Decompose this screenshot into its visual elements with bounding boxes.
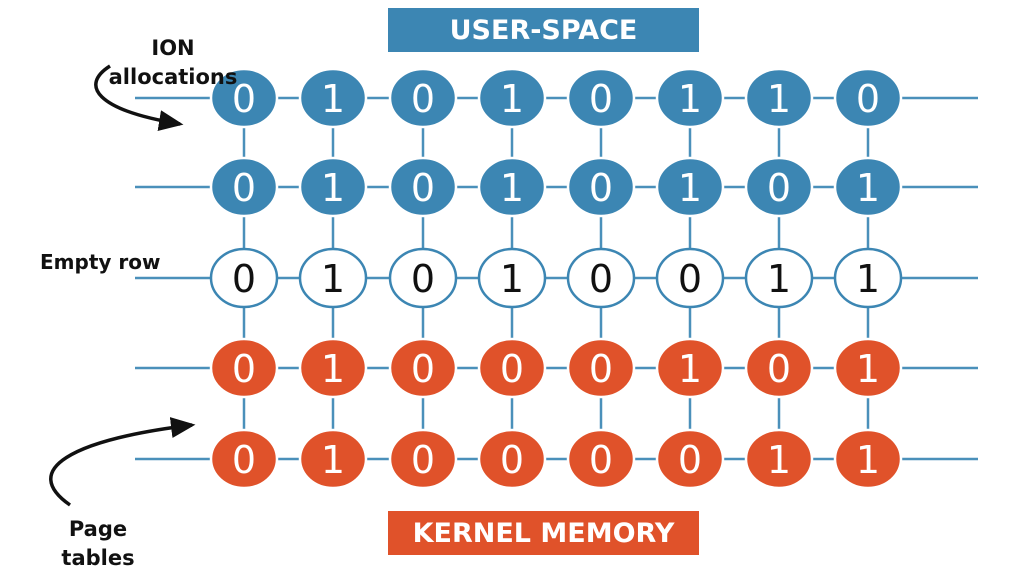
ion-allocations-label: ION allocations xyxy=(98,34,248,92)
cell-bit: 0 xyxy=(411,347,435,391)
cell-bit: 1 xyxy=(321,166,345,210)
memory-cell: 0 xyxy=(655,428,725,490)
cell-bit: 1 xyxy=(856,347,880,391)
memory-cell: 1 xyxy=(744,428,814,490)
memory-cell: 0 xyxy=(209,156,279,218)
cell-bit: 0 xyxy=(232,347,256,391)
memory-cell: 1 xyxy=(477,247,547,309)
memory-cell: 0 xyxy=(388,428,458,490)
cell-bit: 1 xyxy=(500,77,524,121)
cell-bit: 1 xyxy=(856,438,880,482)
memory-cell: 0 xyxy=(209,247,279,309)
memory-cell: 0 xyxy=(566,428,636,490)
memory-cell: 1 xyxy=(655,67,725,129)
cell-bit: 0 xyxy=(767,166,791,210)
memory-cell: 1 xyxy=(298,337,368,399)
memory-cell: 1 xyxy=(298,156,368,218)
memory-cell: 0 xyxy=(833,67,903,129)
memory-cell: 1 xyxy=(833,156,903,218)
cell-bit: 1 xyxy=(856,257,880,301)
memory-cell: 0 xyxy=(744,337,814,399)
cell-bit: 0 xyxy=(589,166,613,210)
cell-bit: 1 xyxy=(321,438,345,482)
cell-bit: 0 xyxy=(589,438,613,482)
cell-bit: 1 xyxy=(678,347,702,391)
memory-cell: 1 xyxy=(477,67,547,129)
cell-bit: 0 xyxy=(678,438,702,482)
memory-cell: 1 xyxy=(298,67,368,129)
memory-cell: 0 xyxy=(655,247,725,309)
memory-cell: 0 xyxy=(388,337,458,399)
memory-cell: 1 xyxy=(655,156,725,218)
kernel-memory-banner: KERNEL MEMORY xyxy=(388,511,699,555)
memory-cell: 1 xyxy=(298,428,368,490)
cell-bit: 1 xyxy=(678,166,702,210)
memory-cell: 0 xyxy=(744,156,814,218)
cell-bit: 1 xyxy=(678,77,702,121)
user-space-banner: USER-SPACE xyxy=(388,8,699,52)
cell-bit: 1 xyxy=(321,347,345,391)
memory-cell: 0 xyxy=(209,428,279,490)
cell-bit: 1 xyxy=(767,77,791,121)
cell-bit: 1 xyxy=(321,77,345,121)
cell-bit: 0 xyxy=(589,77,613,121)
memory-cell: 0 xyxy=(388,247,458,309)
memory-cell: 1 xyxy=(744,67,814,129)
empty-row-label: Empty row xyxy=(40,250,161,274)
cell-bit: 0 xyxy=(411,438,435,482)
memory-cell: 0 xyxy=(566,67,636,129)
cell-bit: 0 xyxy=(232,257,256,301)
ion-label-line-2: allocations xyxy=(108,65,238,89)
cell-bit: 1 xyxy=(500,166,524,210)
page-tables-arrow-icon xyxy=(49,417,196,507)
cell-bit: 1 xyxy=(321,257,345,301)
cell-bit: 0 xyxy=(232,438,256,482)
memory-cell: 1 xyxy=(477,156,547,218)
memory-cell: 0 xyxy=(566,337,636,399)
cell-bit: 0 xyxy=(767,347,791,391)
page-tables-line-1: Page xyxy=(68,517,128,541)
memory-cell: 0 xyxy=(388,67,458,129)
cell-bit: 0 xyxy=(500,438,524,482)
cell-bit: 1 xyxy=(856,166,880,210)
cell-bit: 0 xyxy=(500,347,524,391)
memory-cell: 0 xyxy=(209,337,279,399)
memory-cell: 0 xyxy=(209,67,279,129)
memory-cell: 1 xyxy=(744,247,814,309)
cell-bit: 1 xyxy=(767,257,791,301)
cell-bit: 0 xyxy=(856,77,880,121)
memory-cell: 0 xyxy=(566,156,636,218)
ion-arrow-icon xyxy=(94,64,184,131)
page-tables-label: Page tables xyxy=(48,515,148,573)
cell-bit: 0 xyxy=(411,77,435,121)
ion-label-line-1: ION xyxy=(151,36,195,60)
memory-cell: 1 xyxy=(833,247,903,309)
cell-bit: 0 xyxy=(589,347,613,391)
memory-cell: 1 xyxy=(298,247,368,309)
memory-cell: 1 xyxy=(833,337,903,399)
cell-bit: 1 xyxy=(767,438,791,482)
page-tables-line-2: tables xyxy=(61,546,135,570)
memory-cell: 0 xyxy=(477,428,547,490)
cell-bit: 0 xyxy=(232,166,256,210)
cell-bit: 0 xyxy=(589,257,613,301)
cell-bit: 1 xyxy=(500,257,524,301)
cell-bit: 0 xyxy=(411,166,435,210)
memory-cell: 1 xyxy=(833,428,903,490)
memory-cell: 0 xyxy=(477,337,547,399)
cell-bit: 0 xyxy=(678,257,702,301)
cell-bit: 0 xyxy=(411,257,435,301)
memory-cell: 0 xyxy=(388,156,458,218)
cell-bit: 0 xyxy=(232,77,256,121)
memory-cell: 0 xyxy=(566,247,636,309)
memory-cell: 1 xyxy=(655,337,725,399)
